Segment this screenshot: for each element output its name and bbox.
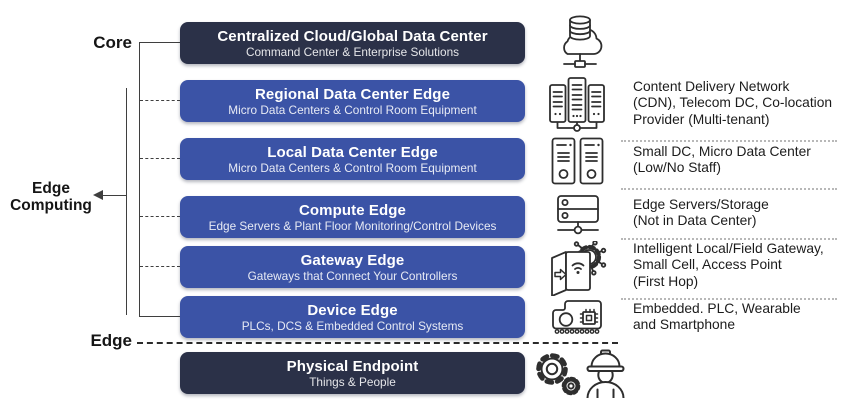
edge-computing-range-line [126,88,127,315]
edge-boundary-dashed-line [137,342,618,344]
description-gateway: Intelligent Local/Field Gateway, Small C… [633,241,824,289]
layer-box-device-edge: Device Edge PLCs, DCS & Embedded Control… [180,296,525,338]
layer-title: Physical Endpoint [286,357,419,375]
edge-label: Edge [90,331,132,350]
layer-title: Device Edge [307,301,398,319]
description-separator [621,238,837,240]
description-compute: Edge Servers/Storage (Not in Data Center… [633,197,769,229]
description-regional: Content Delivery Network (CDN), Telecom … [633,79,833,127]
layer-box-physical-endpoint: Physical Endpoint Things & People [180,352,525,394]
layer-subtitle: Micro Data Centers & Control Room Equipm… [228,160,477,175]
layer-title: Local Data Center Edge [267,143,438,161]
layer-box-gateway-edge: Gateway Edge Gateways that Connect Your … [180,246,525,288]
description-local: Small DC, Micro Data Center (Low/No Staf… [633,144,811,176]
local-connector-dashed-line [140,158,180,159]
layer-subtitle: Gateways that Connect Your Controllers [247,268,458,283]
gateway-icon [549,240,607,301]
layer-title: Centralized Cloud/Global Data Center [217,27,488,45]
server-towers-icon [551,137,604,190]
edge-computing-arrow-line [102,195,126,196]
layer-title: Regional Data Center Edge [254,85,451,103]
core-to-device-bracket-line [139,42,140,316]
layer-title: Compute Edge [298,201,407,219]
cloud-database-icon [556,13,604,75]
edge-server-icon [556,193,600,242]
layer-box-compute-edge: Compute Edge Edge Servers & Plant Floor … [180,196,525,238]
description-separator [621,298,837,300]
gateway-connector-dashed-line [140,266,180,267]
layer-title: Gateway Edge [300,251,405,269]
layer-box-local-data-center-edge: Local Data Center Edge Micro Data Center… [180,138,525,180]
edge-computing-label: Edge Computing [10,180,92,214]
layer-subtitle: Edge Servers & Plant Floor Monitoring/Co… [208,218,497,233]
core-connector-line [139,42,180,43]
embedded-chip-icon [551,299,604,342]
description-separator [621,188,837,190]
regional-connector-dashed-line [140,100,180,101]
edge-computing-arrowhead-icon [93,190,103,200]
description-device: Embedded. PLC, Wearable and Smartphone [633,301,801,333]
layer-box-centralized-cloud: Centralized Cloud/Global Data Center Com… [180,22,525,64]
gears-and-worker-icon [527,348,631,403]
compute-connector-dashed-line [140,216,180,217]
server-racks-icon [548,76,606,139]
layer-box-regional-data-center-edge: Regional Data Center Edge Micro Data Cen… [180,80,525,122]
layer-subtitle: Micro Data Centers & Control Room Equipm… [228,102,477,117]
layer-subtitle: Command Center & Enterprise Solutions [245,44,460,59]
description-separator [621,140,837,142]
device-edge-connector-line [139,316,180,317]
core-label: Core [93,33,132,52]
layer-subtitle: PLCs, DCS & Embedded Control Systems [241,318,464,333]
layer-subtitle: Things & People [309,374,396,389]
